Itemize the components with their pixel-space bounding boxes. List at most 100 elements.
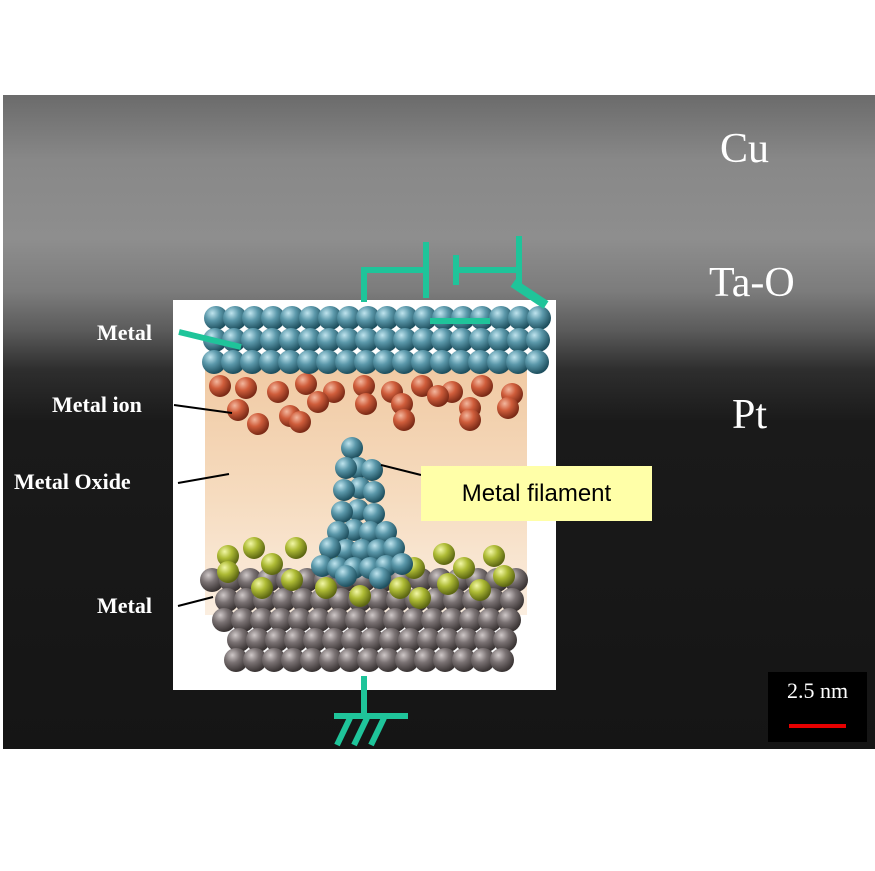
filament-atom (311, 555, 333, 577)
metal-ion-atom (267, 381, 289, 403)
metal-atom (221, 350, 245, 374)
bottom-metal-atom (319, 648, 343, 672)
layer-label-pt: Pt (732, 392, 768, 438)
metal-pointer-teal (178, 329, 242, 350)
metal-atom (449, 350, 473, 374)
bottom-metal-atom (398, 628, 422, 652)
bottom-metal-atom (357, 648, 381, 672)
metal-atom (431, 328, 455, 352)
leader-metal-oxide (177, 473, 230, 484)
bottom-metal-atom (224, 648, 248, 672)
bottom-metal-atom (478, 608, 502, 632)
dopant-atom (261, 553, 283, 575)
metal-atom (278, 350, 302, 374)
dopant-atom (285, 537, 307, 559)
metal-ion-atom (471, 375, 493, 397)
bottom-metal-atom (459, 608, 483, 632)
bottom-metal-atom (474, 628, 498, 652)
dopant-atom (437, 573, 459, 595)
bottom-metal-atom (345, 608, 369, 632)
filament-atom (359, 521, 381, 543)
dopant-atom (453, 557, 475, 579)
layer-label-ta-o: Ta-O (709, 260, 795, 306)
dopant-atom (493, 565, 515, 587)
metal-atom (488, 328, 512, 352)
bottom-metal-atom (246, 628, 270, 652)
metal-ion-atom (307, 391, 329, 413)
bottom-metal-atom (322, 628, 346, 652)
top-metal-atoms (202, 306, 551, 374)
filament-atom (351, 539, 373, 561)
bottom-metal-atom (300, 648, 324, 672)
metal-ion-atom (323, 381, 345, 403)
metal-atom (202, 350, 226, 374)
metal-atom (526, 328, 550, 352)
filament-atom (391, 553, 413, 575)
dopant-atom (349, 585, 371, 607)
bottom-metal-atom (471, 648, 495, 672)
metal-atom (374, 328, 398, 352)
bottom-metal-atom (269, 608, 293, 632)
bottom-metal-atom (360, 628, 384, 652)
metal-ion-atom (427, 385, 449, 407)
metal-atom (204, 306, 228, 330)
metal-atom (527, 306, 551, 330)
metal-ion-atom (497, 397, 519, 419)
metal-atom (318, 306, 342, 330)
metal-atom (525, 350, 549, 374)
metal-atom (261, 306, 285, 330)
metal-atom (508, 306, 532, 330)
metal-ion-atom (459, 409, 481, 431)
bottom-metal-atom (227, 628, 251, 652)
dopant-atom (315, 577, 337, 599)
filament-atom (331, 501, 353, 523)
dopant-atom (469, 579, 491, 601)
circuit-battery (178, 236, 549, 350)
dopant-atom (217, 545, 239, 567)
metal-atom (241, 328, 265, 352)
filament-atom (361, 459, 383, 481)
metal-ion-atom (227, 399, 249, 421)
filament-atom (319, 537, 341, 559)
metal-atom (260, 328, 284, 352)
bottom-metal-atom (493, 628, 517, 652)
dopant-atom (409, 587, 431, 609)
filament-atom (363, 481, 385, 503)
label-metal-ion: Metal ion (52, 392, 142, 417)
metal-atom (430, 350, 454, 374)
metal-filament-atoms (311, 437, 413, 589)
dopant-atom (433, 543, 455, 565)
metal-atom (394, 306, 418, 330)
bottom-metal-atom (440, 608, 464, 632)
dopant-atom (251, 577, 273, 599)
metal-atom (223, 306, 247, 330)
metal-atom (317, 328, 341, 352)
wire-left (361, 267, 426, 302)
leader-metal-ion (173, 404, 233, 414)
metal-atom (355, 328, 379, 352)
metal-atom (412, 328, 436, 352)
bottom-metal-atom (212, 608, 236, 632)
metal-atom (259, 350, 283, 374)
bottom-metal-atom (490, 648, 514, 672)
layer-label-cu: Cu (720, 126, 770, 172)
metal-atom (297, 350, 321, 374)
bottom-metal-atom (500, 588, 524, 612)
metal-atom (489, 306, 513, 330)
metal-atom (506, 350, 530, 374)
bottom-metal-atom (455, 628, 479, 652)
label-top-metal: Metal (97, 320, 152, 345)
bottom-metal-atom (433, 648, 457, 672)
bottom-metal-atom (395, 648, 419, 672)
filament-atom (343, 519, 365, 541)
metal-atom (356, 306, 380, 330)
metal-ion-atom (295, 373, 317, 395)
bottom-metal-atom (288, 608, 312, 632)
bottom-metal-atom (364, 608, 388, 632)
filament-atom (333, 479, 355, 501)
metal-ion-atom (209, 375, 231, 397)
metal-atom (393, 328, 417, 352)
bottom-metal-atom (338, 648, 362, 672)
metal-atom (299, 306, 323, 330)
